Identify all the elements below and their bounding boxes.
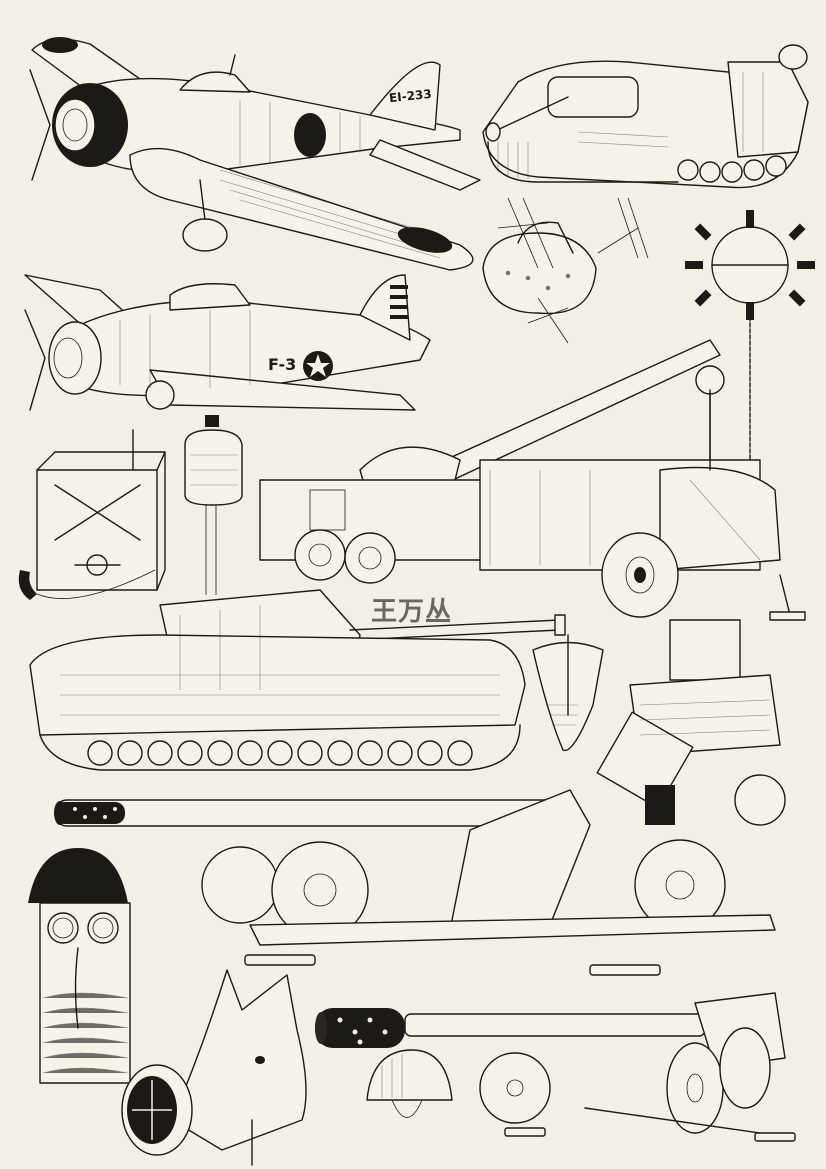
naval-mine bbox=[685, 210, 815, 490]
holster bbox=[528, 634, 608, 755]
tank-destroyer bbox=[20, 585, 566, 780]
canteen bbox=[180, 415, 250, 595]
us-fighter-plane bbox=[20, 270, 460, 430]
heavy-field-gun bbox=[50, 785, 780, 980]
cockpit-canopy bbox=[478, 197, 653, 344]
anti-tank-gun bbox=[315, 988, 805, 1148]
backpack-gear bbox=[596, 615, 790, 830]
gas-mask-soldier bbox=[18, 848, 138, 1084]
steel-helmet bbox=[362, 1049, 457, 1140]
japanese-dive-bomber bbox=[20, 30, 490, 275]
field-radio bbox=[15, 429, 175, 610]
horse-gas-mask bbox=[112, 969, 322, 1166]
artist-watermark: 王万丛 bbox=[371, 597, 453, 627]
assault-gun-tank bbox=[478, 42, 813, 192]
fuselage-marking-text: F-3 bbox=[268, 355, 297, 374]
flak-truck bbox=[240, 330, 820, 630]
